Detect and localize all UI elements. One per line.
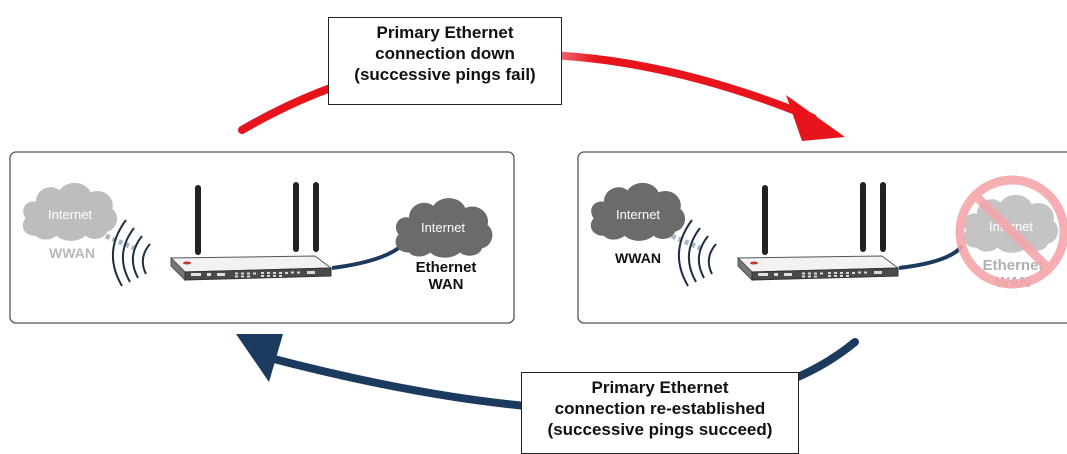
failover-label-line-2: connection down bbox=[375, 44, 515, 63]
restore-label-line-3: (successive pings succeed) bbox=[547, 420, 773, 439]
restore-label-line-1: Primary Ethernet bbox=[591, 378, 729, 397]
failover-label-line-3: (successive pings fail) bbox=[354, 65, 536, 84]
right-wwan-link bbox=[671, 233, 701, 251]
restore-label: Primary Ethernet connection re-establish… bbox=[521, 372, 799, 454]
router-icon bbox=[170, 255, 332, 281]
left-wwan-cloud-label: Internet bbox=[48, 207, 92, 222]
restore-arrowhead bbox=[236, 334, 283, 382]
left-wwan-link bbox=[105, 233, 135, 251]
failover-arrowhead bbox=[786, 95, 845, 141]
wireless-signal-icon bbox=[111, 219, 151, 287]
wireless-signal-icon bbox=[677, 219, 717, 287]
left-eth-label-1: Ethernet bbox=[416, 259, 477, 276]
antenna-icon bbox=[762, 182, 886, 255]
right-wwan-label: WWAN bbox=[615, 250, 661, 266]
right-panel: Internet WWAN Internet Ethernet WAN bbox=[577, 151, 1067, 324]
right-wwan-cloud-label: Internet bbox=[616, 207, 660, 222]
left-panel: Internet WWAN Internet Ethernet WAN bbox=[9, 151, 515, 324]
right-eth-label-1: Ethernet bbox=[983, 257, 1044, 274]
left-eth-cloud-label: Internet bbox=[421, 220, 465, 235]
failover-label: Primary Ethernet connection down (succes… bbox=[328, 17, 562, 105]
restore-label-line-2: connection re-established bbox=[554, 399, 766, 418]
left-wwan-label: WWAN bbox=[49, 245, 95, 261]
failover-label-line-1: Primary Ethernet bbox=[376, 23, 514, 42]
router-icon bbox=[737, 255, 899, 281]
left-eth-label-2: WAN bbox=[429, 276, 464, 293]
antenna-icon bbox=[195, 182, 319, 255]
prohibited-icon bbox=[955, 175, 1067, 289]
